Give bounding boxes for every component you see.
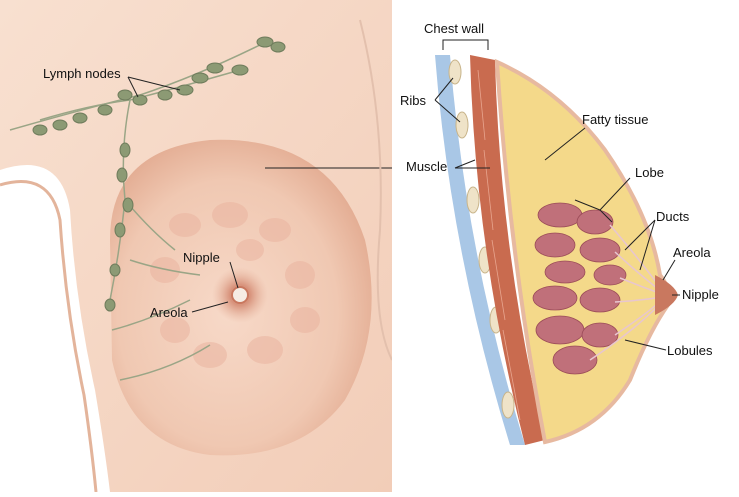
label-areola-front: Areola bbox=[150, 306, 188, 320]
label-lymph-nodes: Lymph nodes bbox=[43, 67, 121, 81]
nipple-front bbox=[232, 287, 248, 303]
label-lobe: Lobe bbox=[635, 166, 664, 180]
label-areola-side: Areola bbox=[673, 246, 711, 260]
label-muscle: Muscle bbox=[406, 160, 447, 174]
label-chest-wall: Chest wall bbox=[424, 22, 484, 36]
label-ducts: Ducts bbox=[656, 210, 689, 224]
label-fatty-tissue: Fatty tissue bbox=[582, 113, 648, 127]
label-lobules: Lobules bbox=[667, 344, 713, 358]
label-nipple-side: Nipple bbox=[682, 288, 719, 302]
label-nipple-front: Nipple bbox=[183, 251, 220, 265]
label-ribs: Ribs bbox=[400, 94, 426, 108]
